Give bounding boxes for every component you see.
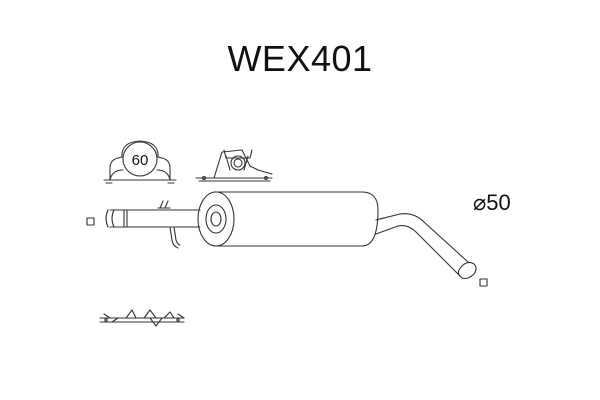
tail-pipe	[375, 213, 477, 280]
rubber-hanger-bracket	[195, 149, 273, 182]
part-number-title: WEX401	[227, 38, 373, 79]
clamp-size-label: 60	[132, 152, 149, 169]
strip-fixing-hole	[104, 318, 180, 322]
diameter-label: ⌀50	[473, 190, 511, 215]
silencer-body	[197, 191, 379, 247]
mounting-strip	[99, 309, 185, 327]
pipe-clamp-60	[103, 140, 177, 184]
outlet-end-marker	[479, 278, 488, 287]
inlet-end-marker	[86, 217, 95, 226]
front-pipe	[105, 200, 201, 228]
bracket-fixing-hole	[202, 176, 268, 180]
hanger-rod	[169, 226, 181, 249]
